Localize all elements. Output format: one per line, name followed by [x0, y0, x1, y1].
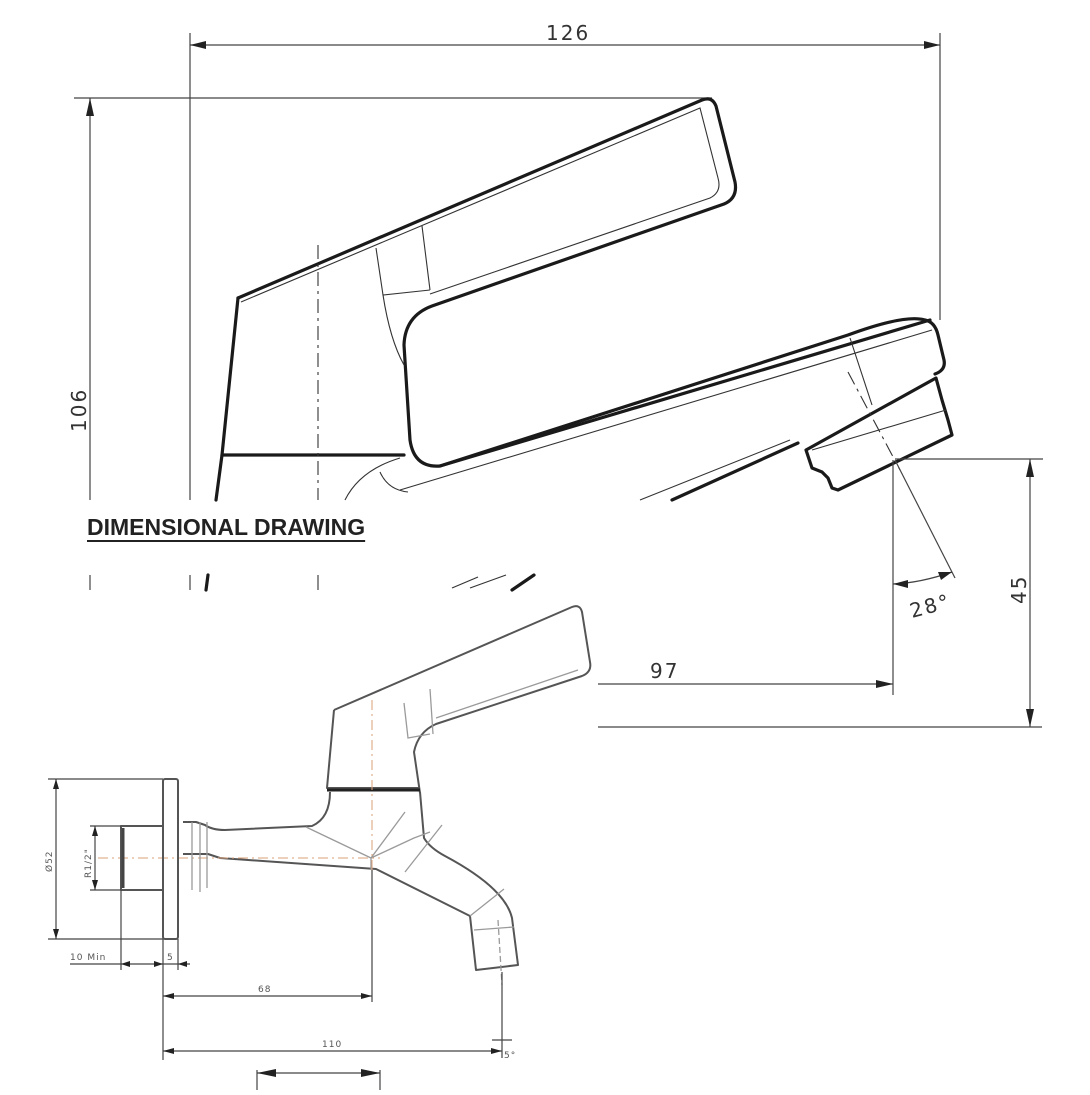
small-lever-inner-edge: [435, 669, 579, 719]
dimension-110: 110: [163, 1040, 502, 1054]
small-spout-outline: [183, 791, 519, 971]
arrow-left-icon: [893, 580, 908, 588]
dimension-label-5: 5: [167, 953, 174, 963]
dimension-diameter-52: Ø52: [44, 778, 163, 940]
small-lever-facets: [403, 688, 434, 739]
arrow-right-icon: [924, 41, 940, 49]
dimension-label-68: 68: [258, 985, 271, 995]
bottom-view-drawing: Ø52 R1/2" 10 Min 5: [44, 605, 592, 1090]
dimension-label-diameter-52: Ø52: [44, 850, 55, 872]
arrow-down-icon: [1026, 709, 1034, 727]
outlet-angle-line: [894, 459, 956, 579]
section-break-stubs: [89, 573, 536, 592]
spout-middle-line: [399, 329, 933, 491]
spout-underside-inner: [639, 439, 791, 501]
dimension-label-10min: 10 Min: [70, 953, 106, 963]
dimension-label-126: 126: [546, 21, 590, 45]
dimension-68: 68: [163, 870, 373, 1002]
body-outline-upper: [220, 296, 406, 457]
dimension-5deg: 5°: [492, 972, 516, 1061]
flange: [162, 778, 179, 940]
dimension-45: 45: [895, 458, 1043, 727]
dimension-10min-5: 10 Min 5: [70, 890, 190, 1060]
lever-handle-inner-edge: [240, 107, 720, 303]
drawing-title: DIMENSIONAL DRAWING: [87, 514, 366, 540]
dimension-97: 97: [598, 659, 893, 688]
arrow-right-icon: [876, 680, 893, 688]
arrow-up-icon: [92, 826, 98, 836]
top-view-drawing: 126 106: [67, 21, 1043, 728]
small-spout-upper: [183, 791, 331, 831]
arrow-down-icon: [53, 929, 59, 939]
flange-neck-lines: [191, 822, 208, 892]
dimension-label-45: 45: [1007, 575, 1031, 604]
dimension-label-97: 97: [650, 659, 679, 683]
aerator-outline: [804, 376, 954, 492]
arrow-up-icon: [86, 98, 94, 116]
lever-handle-outline: [236, 97, 932, 468]
dimension-label-5deg: 5°: [504, 1051, 516, 1061]
dimension-106: 106: [67, 98, 94, 500]
dimension-label-thread: R1/2": [84, 848, 94, 878]
arrow-right-icon: [938, 572, 952, 580]
dimension-label-106: 106: [67, 388, 91, 432]
construction-lines: [305, 811, 515, 931]
outlet-centre-line: [847, 371, 901, 471]
dimension-label-28deg: 28°: [907, 589, 953, 623]
spout-neck-curves: [344, 457, 409, 501]
lever-curve-line: [382, 294, 405, 366]
outlet-centre-line: [497, 919, 503, 986]
thread-inlet: [120, 825, 164, 891]
small-body-outline: [326, 709, 420, 789]
dimension-truncated: [256, 1069, 381, 1090]
dimension-label-110: 110: [322, 1040, 342, 1050]
spout-underside: [670, 441, 800, 502]
spout-top-outline: [438, 317, 946, 468]
arrow-up-icon: [53, 779, 59, 789]
spout-joint-line: [849, 337, 873, 406]
dimension-thread: R1/2": [84, 825, 121, 891]
arrow-down-icon: [92, 880, 98, 890]
body-outline-lower: [214, 453, 224, 502]
dimension-28deg: 28°: [892, 571, 953, 623]
arrow-left-icon: [190, 41, 206, 49]
dimension-126: 126: [190, 21, 940, 49]
arrow-up-icon: [1026, 459, 1034, 477]
